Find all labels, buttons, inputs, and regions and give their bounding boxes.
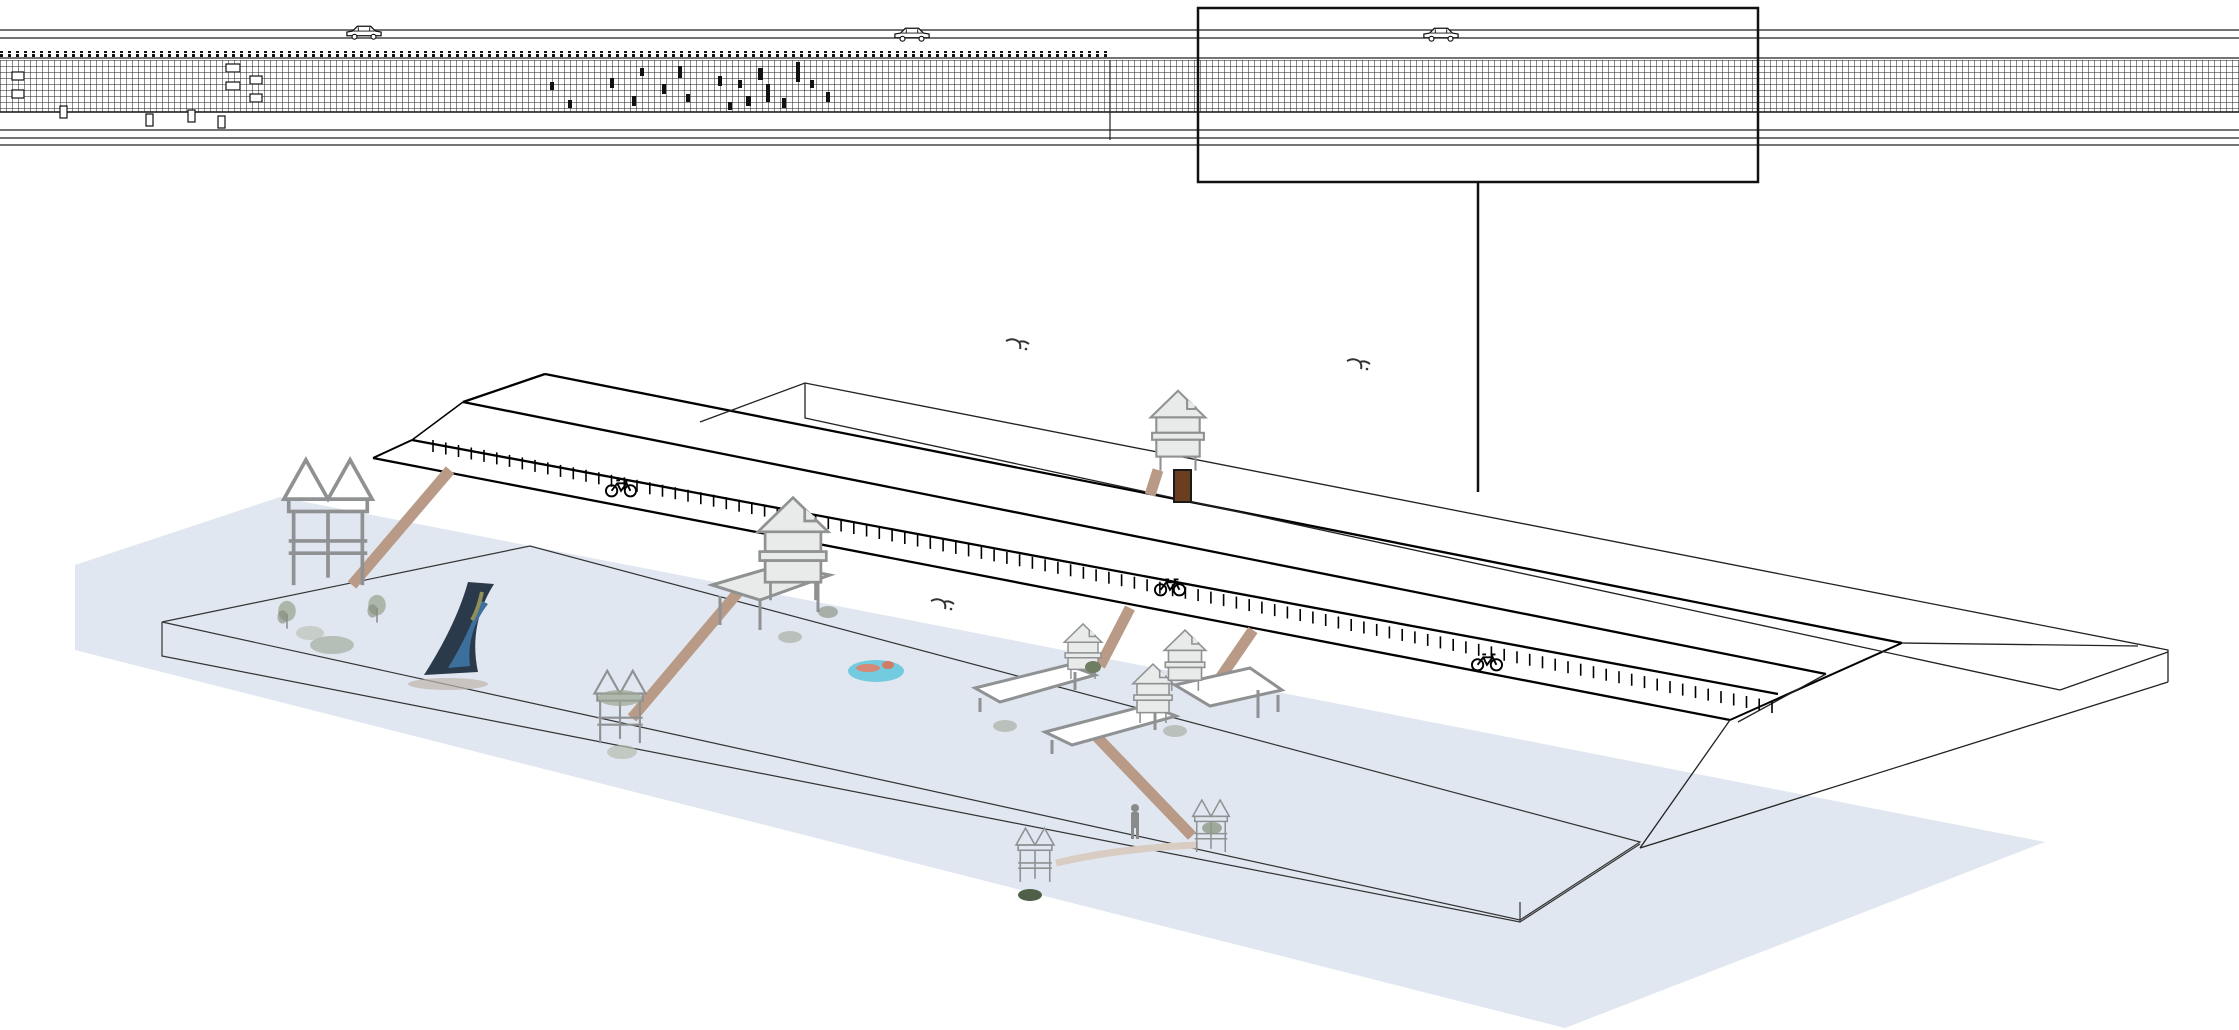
facade-openings [11,63,263,129]
facade-figures [550,62,830,110]
door [1173,469,1192,503]
car-icon [346,25,382,40]
facade-grid [0,60,2239,112]
bird-icon [1346,358,1371,372]
water-surface [75,497,2045,1028]
lounger-decks [970,623,1286,754]
vegetation [276,593,1222,901]
house-icon [1149,389,1207,472]
pool [848,660,904,682]
bird-icon [930,598,955,612]
house-on-deck [706,496,836,630]
water-basin [161,545,1642,923]
person-icon [1131,804,1139,839]
bird-icon [1005,338,1030,352]
back-walkway [699,382,2169,849]
railing-strip [0,51,1110,57]
railing-ticks [432,440,1773,713]
axonometric-section [75,338,2169,1028]
windsurfer-icon [408,582,494,690]
elevation-strip [0,6,2239,492]
